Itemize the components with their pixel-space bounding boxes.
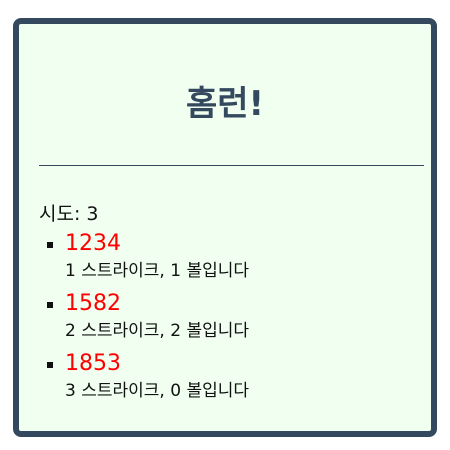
guess-number: 1853 xyxy=(65,351,121,376)
guess-number: 1234 xyxy=(65,231,121,256)
divider xyxy=(39,165,424,166)
guess-list: 1234 1 스트라이크, 1 볼입니다 1582 2 스트라이크, 2 볼입니… xyxy=(47,230,249,410)
attempt-label: 시도: xyxy=(39,203,81,225)
attempt-count: 3 xyxy=(86,203,99,225)
guess-result: 1 스트라이크, 1 볼입니다 xyxy=(65,261,250,281)
guess-result: 3 스트라이크, 0 볼입니다 xyxy=(65,381,250,401)
bullet-icon xyxy=(47,242,53,248)
guess-result: 2 스트라이크, 2 볼입니다 xyxy=(65,321,250,341)
guess-item: 1853 3 스트라이크, 0 볼입니다 xyxy=(47,350,249,410)
guess-number: 1582 xyxy=(65,291,121,316)
game-card: 홈런! 시도: 3 1234 1 스트라이크, 1 볼입니다 1582 2 스트… xyxy=(13,18,437,437)
bullet-icon xyxy=(47,362,53,368)
bullet-icon xyxy=(47,302,53,308)
guess-item: 1234 1 스트라이크, 1 볼입니다 xyxy=(47,230,249,290)
attempt-counter: 시도: 3 xyxy=(39,202,99,226)
guess-item: 1582 2 스트라이크, 2 볼입니다 xyxy=(47,290,249,350)
page-title: 홈런! xyxy=(185,84,265,124)
